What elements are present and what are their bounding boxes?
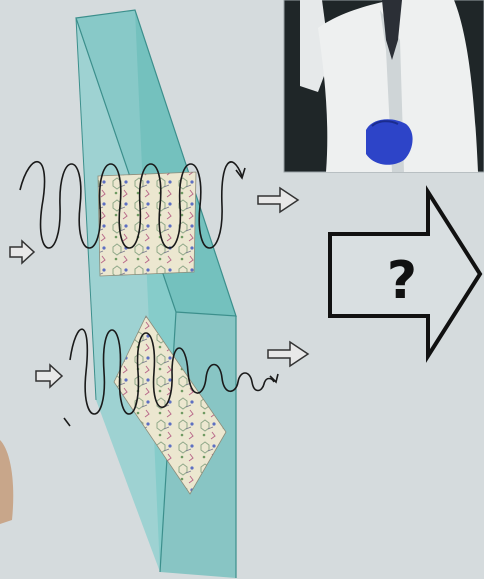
person-photo-icon	[283, 0, 484, 173]
molecule-card-top	[97, 171, 197, 277]
helix-wave-icon	[19, 160, 246, 249]
prism-slab	[75, 9, 237, 578]
input-arrow-icon	[35, 363, 64, 389]
input-arrow-icon	[9, 239, 36, 265]
question-mark: ?	[387, 251, 417, 311]
partial-person	[0, 440, 14, 524]
question-arrow-icon: ?	[328, 185, 483, 363]
output-arrow-icon	[257, 186, 300, 214]
output-arrow-icon	[267, 340, 310, 368]
helix-wave-icon	[63, 328, 279, 427]
